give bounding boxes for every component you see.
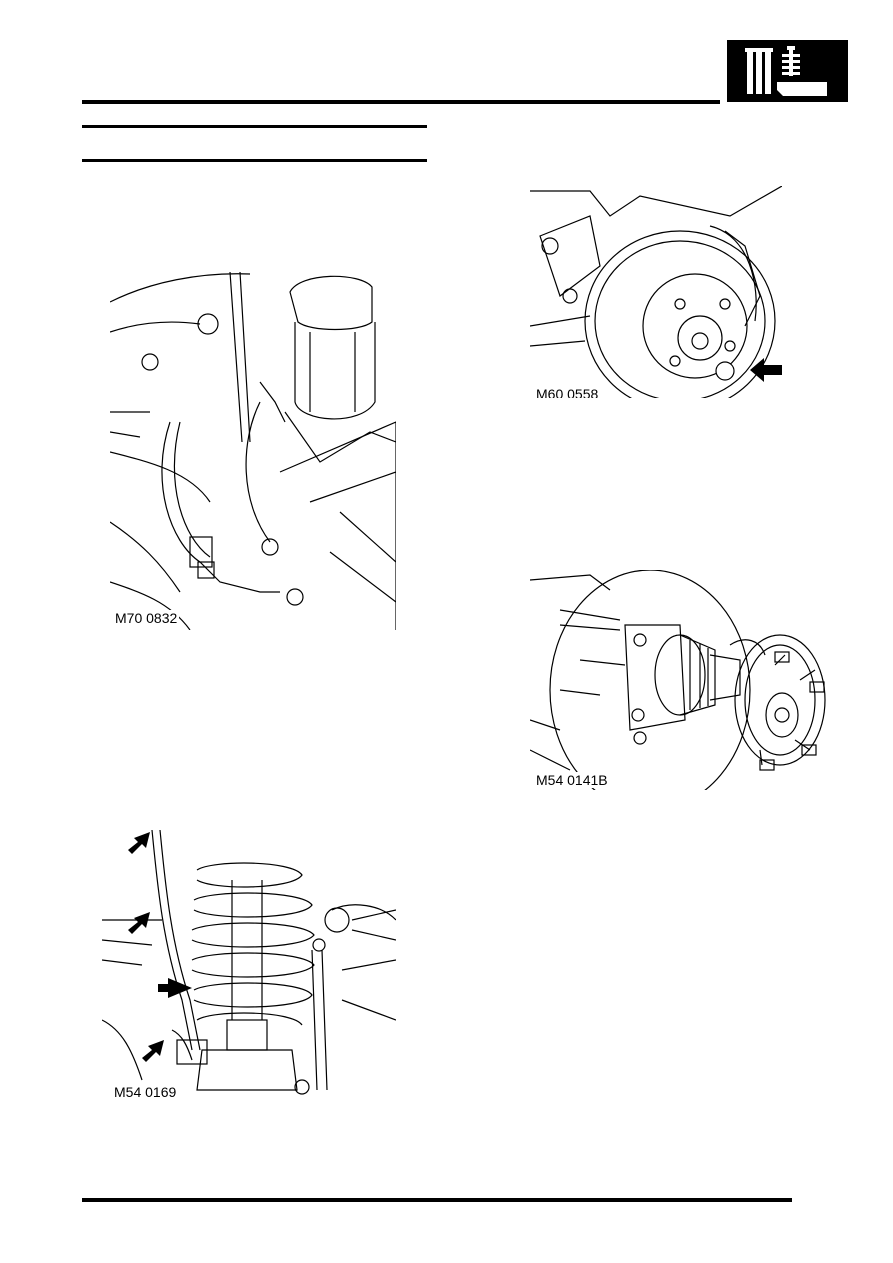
figure-label: M60 0558 (534, 386, 601, 398)
footer-rule (82, 1198, 792, 1202)
pointer-arrow-icon (750, 358, 782, 382)
title-rule-top (82, 125, 427, 128)
suspension-spring-icon (745, 46, 827, 96)
pointer-arrow-icon (128, 832, 150, 854)
figure-m54-0169: M54 0169 (102, 820, 396, 1100)
section-badge (727, 40, 848, 102)
figure-label: M54 0169 (112, 1084, 179, 1100)
pointer-arrow-icon (158, 978, 192, 998)
figure-m54-0141b: M54 0141B (530, 570, 826, 790)
figure-m60-0558: M60 0558 (530, 186, 782, 398)
figure-label: M70 0832 (113, 610, 180, 626)
title-rule-bottom (82, 159, 427, 162)
pointer-arrow-icon (128, 912, 150, 934)
figure-m70-0832: M70 0832 (110, 262, 396, 630)
header-rule (82, 100, 720, 104)
figure-label: M54 0141B (534, 772, 610, 788)
pointer-arrow-icon (142, 1040, 164, 1062)
